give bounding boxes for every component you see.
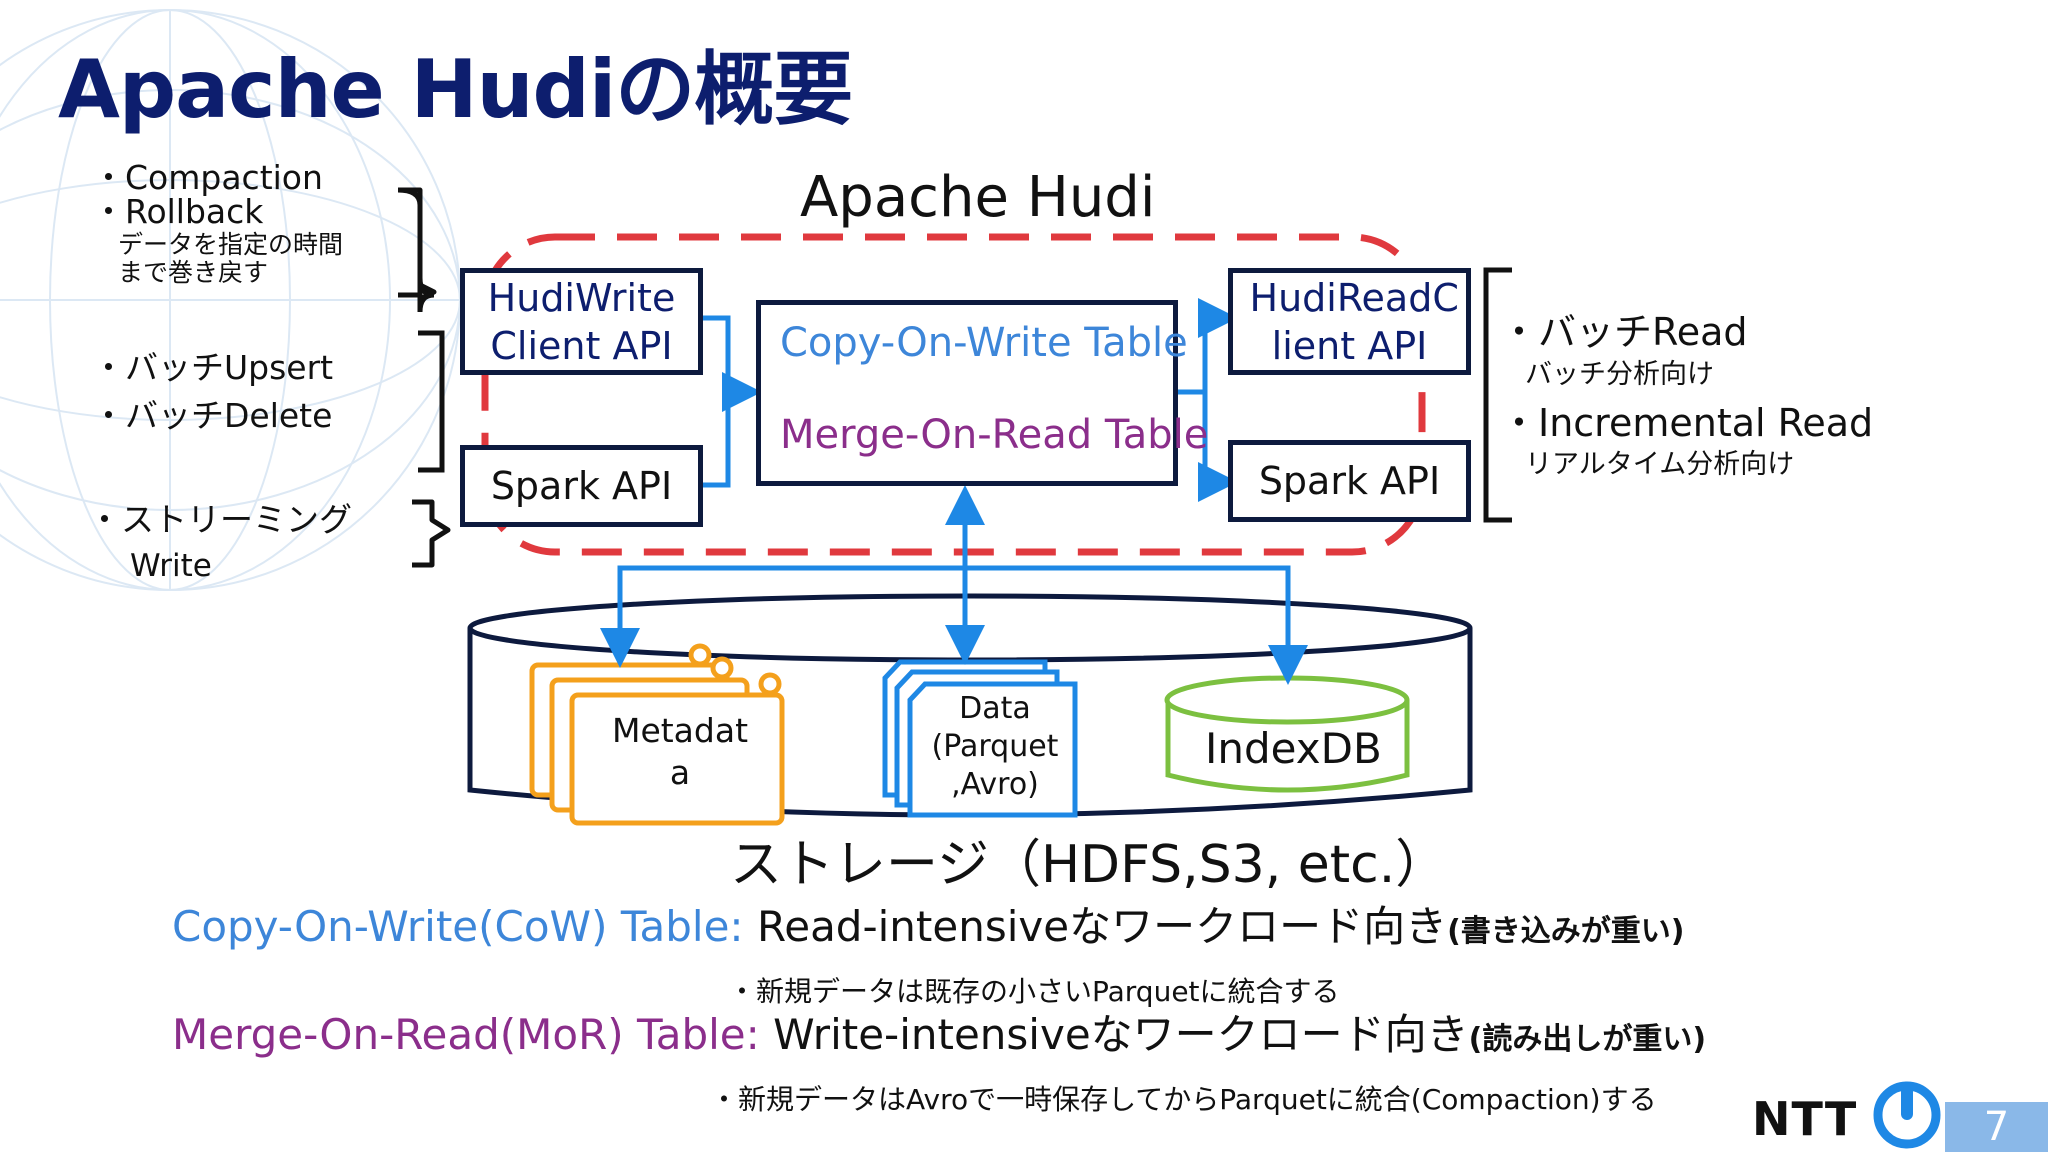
bracket-compaction-shape — [398, 187, 437, 302]
cow-note-text: Read-intensiveなワークロード向き — [756, 902, 1448, 951]
note-rollback-desc-1: データを指定の時間 — [118, 230, 344, 259]
cow-table-label: Copy-On-Write Table — [780, 320, 1188, 366]
hudi-read-client-api-label: HudiReadC lient API — [1249, 275, 1459, 368]
spark-api-right-box: Spark API — [1228, 440, 1471, 522]
bracket-compaction — [397, 187, 435, 313]
table-box — [756, 300, 1178, 486]
note-streaming-write: Write — [130, 548, 212, 584]
hudi-boundary — [481, 233, 1426, 556]
cow-note: Copy-On-Write(CoW) Table: Read-intensive… — [172, 902, 1685, 957]
arrow-write-client-to-table — [703, 315, 762, 412]
ntt-logo-text: NTT — [1752, 1092, 1858, 1146]
cow-note-sub: ・新規データは既存の小さいParquetに統合する — [728, 975, 1340, 1008]
note-batch-upsert: ・バッチUpsert — [92, 348, 334, 387]
hudi-read-client-api-box: HudiReadC lient API — [1228, 268, 1471, 375]
page-number: 7 — [1945, 1102, 2048, 1152]
note-batch-read-desc: バッチ分析向け — [1525, 359, 1714, 390]
data-label: Data (Parquet ,Avro) — [931, 691, 1059, 802]
metadata-label: Metadat a — [611, 711, 749, 792]
apache-hudi-label: Apache Hudi — [800, 165, 1156, 230]
note-streaming: ・ストリーミング — [88, 500, 352, 539]
mor-note-text: Write-intensiveなワークロード向き — [773, 1010, 1469, 1059]
hudi-write-client-api-box: HudiWrite Client API — [460, 268, 703, 375]
metadata-stack-icon — [529, 643, 785, 826]
hudi-write-client-api-label: HudiWrite Client API — [487, 275, 676, 368]
note-batch-delete: ・バッチDelete — [92, 396, 333, 435]
bracket-streaming — [412, 499, 451, 568]
ntt-logo-icon — [1873, 1081, 1941, 1149]
spark-api-left-box: Spark API — [460, 445, 703, 527]
arrow-spark-left-to-table — [703, 392, 731, 488]
cow-note-prefix: Copy-On-Write(CoW) Table: — [172, 902, 757, 951]
bracket-batch — [418, 330, 445, 473]
arrow-table-to-spark-right — [1198, 392, 1238, 502]
spark-api-left-label: Spark API — [490, 464, 673, 508]
note-rollback-desc-2: まで巻き戻す — [118, 258, 269, 287]
mor-table-label: Merge-On-Read Table — [780, 412, 1209, 458]
cow-note-heavy: (書き込みが重い) — [1447, 914, 1685, 949]
mor-note-sub: ・新規データはAvroで一時保存してからParquetに統合(Compactio… — [710, 1083, 1657, 1116]
arrow-branch-indexdb — [965, 565, 1308, 685]
mor-note-prefix: Merge-On-Read(MoR) Table: — [172, 1010, 774, 1059]
page-title: Apache Hudiの概要 — [58, 43, 853, 136]
arrow-branch-metadata — [600, 565, 965, 668]
mor-note: Merge-On-Read(MoR) Table: Write-intensiv… — [172, 1010, 1706, 1065]
data-stack-icon — [882, 659, 1078, 818]
spark-api-right-label: Spark API — [1258, 459, 1441, 503]
mor-note-heavy: (読み出しが重い) — [1468, 1022, 1707, 1057]
note-rollback: ・Rollback — [92, 192, 264, 231]
arrow-table-to-read-client — [1178, 298, 1238, 395]
note-incremental-read-desc: リアルタイム分析向け — [1525, 449, 1795, 480]
bracket-read — [1483, 267, 1512, 523]
storage-label: ストレージ（HDFS,S3, etc.） — [730, 835, 1448, 895]
note-incremental-read: ・Incremental Read — [1500, 401, 1874, 445]
note-compaction: ・Compaction — [92, 158, 323, 197]
note-batch-read: ・バッチRead — [1500, 310, 1748, 354]
indexdb-label: IndexDB — [1205, 724, 1382, 773]
